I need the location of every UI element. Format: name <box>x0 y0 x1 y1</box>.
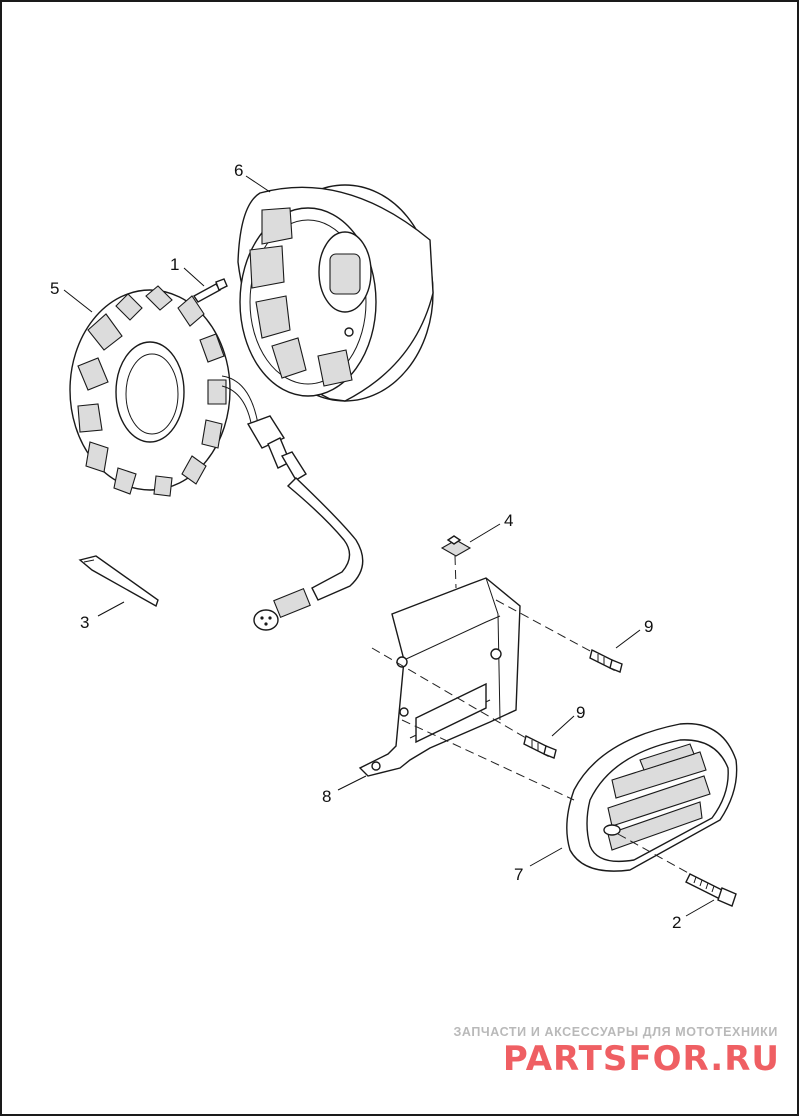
regulator-part-7 <box>566 722 738 872</box>
bracket-part-8 <box>358 577 521 777</box>
stator-part-5 <box>69 285 364 631</box>
rotor-magnets <box>249 207 353 387</box>
callout-1: 1 <box>170 255 179 274</box>
watermark: ЗАПЧАСТИ И АКСЕССУАРЫ ДЛЯ МОТОТЕХНИКИ PA… <box>453 1025 780 1079</box>
rotor-part-6 <box>237 184 434 402</box>
callout-9-lower: 9 <box>576 703 585 722</box>
screw-part-1 <box>192 278 228 303</box>
bolt-part-2 <box>685 873 737 907</box>
watermark-logo: PARTSFOR.RU <box>503 1039 780 1079</box>
callout-leader-lines <box>63 175 715 917</box>
stud-part-9-lower <box>523 734 557 759</box>
stator-connector <box>273 587 311 619</box>
clip-part-4 <box>440 535 472 557</box>
callout-6: 6 <box>234 161 243 180</box>
callout-4: 4 <box>504 511 513 530</box>
stud-part-9-upper <box>589 648 623 673</box>
callout-2: 2 <box>672 913 681 932</box>
callouts: 1 2 3 4 5 6 7 8 9 9 <box>50 161 681 932</box>
bracket-slot <box>415 682 487 744</box>
watermark-tagline: ЗАПЧАСТИ И АКСЕССУАРЫ ДЛЯ МОТОТЕХНИКИ <box>453 1025 778 1039</box>
stator-windings <box>77 285 227 497</box>
callout-8: 8 <box>322 787 331 806</box>
callout-3: 3 <box>80 613 89 632</box>
callout-9-upper: 9 <box>644 617 653 636</box>
callout-5: 5 <box>50 279 59 298</box>
callout-7: 7 <box>514 865 523 884</box>
rotor-splined-hub <box>329 253 361 295</box>
assembly-alignment-lines <box>371 555 691 875</box>
cable-tie-part-3 <box>78 555 159 608</box>
regulator-fins <box>607 743 711 851</box>
